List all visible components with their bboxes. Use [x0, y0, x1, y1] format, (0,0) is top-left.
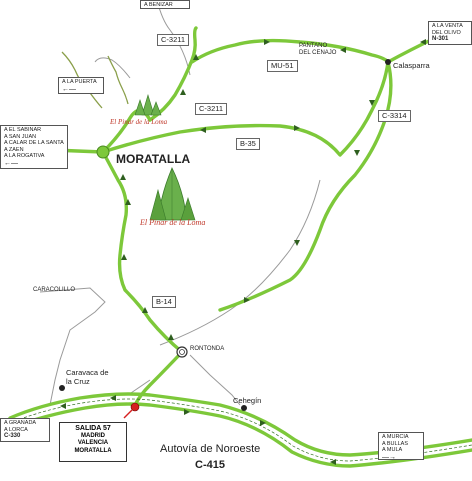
- brand-large: El Pinar de la Loma: [140, 218, 206, 227]
- sign-west-destinations: A EL SABINAR A SAN JUAN A CALAR DE LA SA…: [0, 125, 68, 169]
- exit-57-pointer: [123, 409, 133, 419]
- sign-granada: A GRANADA A LORCA C-330: [0, 418, 50, 442]
- sign-murcia-line: A MURCIA: [382, 434, 409, 440]
- rontonda-marker: [176, 346, 188, 358]
- cehegin-dot: [241, 405, 247, 411]
- road-b14-east: [159, 179, 321, 346]
- road-c415-north: [8, 392, 472, 457]
- place-c415: C-415: [195, 459, 225, 471]
- sign-venta-olivo: A LA VENTA DEL OLIVO N-301: [428, 21, 472, 45]
- sign-granada-code: C-330: [4, 433, 21, 439]
- sign-west-item: A CALAR DE LA SANTA: [4, 140, 64, 146]
- road-c3314: [218, 60, 393, 312]
- place-autovia: Autovía de Noroeste: [160, 443, 261, 455]
- road-label-c3211-mid: C-3211: [195, 103, 228, 115]
- direction-arrows: [60, 39, 426, 465]
- secondary-roads: [39, 0, 321, 406]
- road-north-small: [94, 57, 131, 79]
- road-c415-south: [8, 402, 472, 468]
- exit-57-line: MORATALLA: [74, 447, 112, 454]
- sign-benizar-label: A BENIZAR: [144, 2, 173, 8]
- sign-murcia: A MURCIA A BULLAS A MULA —→: [378, 432, 424, 461]
- sign-la-puerta-label: A LA PUERTA: [62, 79, 97, 85]
- place-caravaca-line2: la Cruz: [66, 377, 90, 386]
- sign-west-item: A SAN JUAN: [4, 133, 37, 140]
- road-caracolillo: [39, 287, 106, 406]
- road-b14: [101, 150, 184, 354]
- place-moratalla: MORATALLA: [116, 152, 191, 166]
- sign-murcia-line: A MULA: [382, 447, 403, 453]
- place-pantano-line1: PANTANO: [299, 43, 328, 49]
- place-cehegin: Cehegín: [233, 396, 262, 405]
- place-caravaca-line1: Caravaca de: [66, 368, 109, 377]
- place-pantano-line2: DEL CENAJO: [299, 50, 337, 56]
- sign-murcia-line: A BULLAS: [382, 440, 408, 447]
- exit-57-title: SALIDA 57: [75, 425, 111, 432]
- calasparra-dot: [385, 59, 391, 65]
- left-arrow-icon: ←—: [62, 85, 76, 93]
- right-arrow-icon: —→: [382, 453, 396, 461]
- place-rontonda: RONTONDA: [190, 346, 225, 352]
- sign-benizar: A BENIZAR: [140, 0, 190, 9]
- road-label-b14: B-14: [152, 296, 176, 308]
- road-to-cehegin: [189, 354, 241, 406]
- road-b35: [101, 60, 390, 157]
- road-to-benizar: [156, 0, 191, 76]
- sign-west-item: A LA ROGATIVA: [4, 153, 45, 159]
- road-label-c3314: C-3314: [378, 110, 411, 122]
- sign-granada-line1: A GRANADA: [4, 420, 37, 426]
- exit-57-line: VALENCIA: [77, 440, 109, 446]
- sign-venta-olivo-line1: A LA VENTA: [432, 23, 463, 29]
- sign-granada-line2: A LORCA: [4, 426, 28, 433]
- road-label-c3211-top: C-3211: [157, 34, 190, 46]
- sign-venta-olivo-line2: DEL OLIVO: [432, 29, 461, 36]
- left-arrow-icon: ←—: [4, 159, 18, 167]
- sign-west-item: A EL SABINAR: [4, 127, 42, 133]
- place-caravaca: Caravaca de la Cruz: [66, 368, 109, 386]
- place-caracolillo: CARACOLILLO: [33, 287, 76, 293]
- caravaca-dot: [59, 385, 65, 391]
- place-pantano: PANTANO DEL CENAJO: [299, 43, 336, 57]
- exit-57-line: MADRID: [81, 432, 105, 439]
- small-pinar-logo: [134, 93, 162, 116]
- large-pinar-logo: [149, 167, 196, 221]
- road-label-mu51: MU-51: [267, 60, 298, 72]
- autovia-lane-marks: [9, 398, 472, 462]
- sign-venta-olivo-code: N-301: [432, 36, 449, 42]
- moratalla-marker: [96, 145, 110, 159]
- brand-small: El Pinar de la Loma: [110, 118, 168, 126]
- exit-57-box: SALIDA 57 MADRID VALENCIA MORATALLA: [59, 422, 127, 462]
- sign-la-puerta: A LA PUERTA ←—: [58, 77, 104, 94]
- exit-57-dot: [130, 402, 140, 412]
- sign-west-item: A ZAEN: [4, 146, 24, 153]
- road-label-b35: B-35: [236, 138, 260, 150]
- main-roads: [8, 26, 472, 468]
- place-calasparra: Calasparra: [393, 61, 430, 70]
